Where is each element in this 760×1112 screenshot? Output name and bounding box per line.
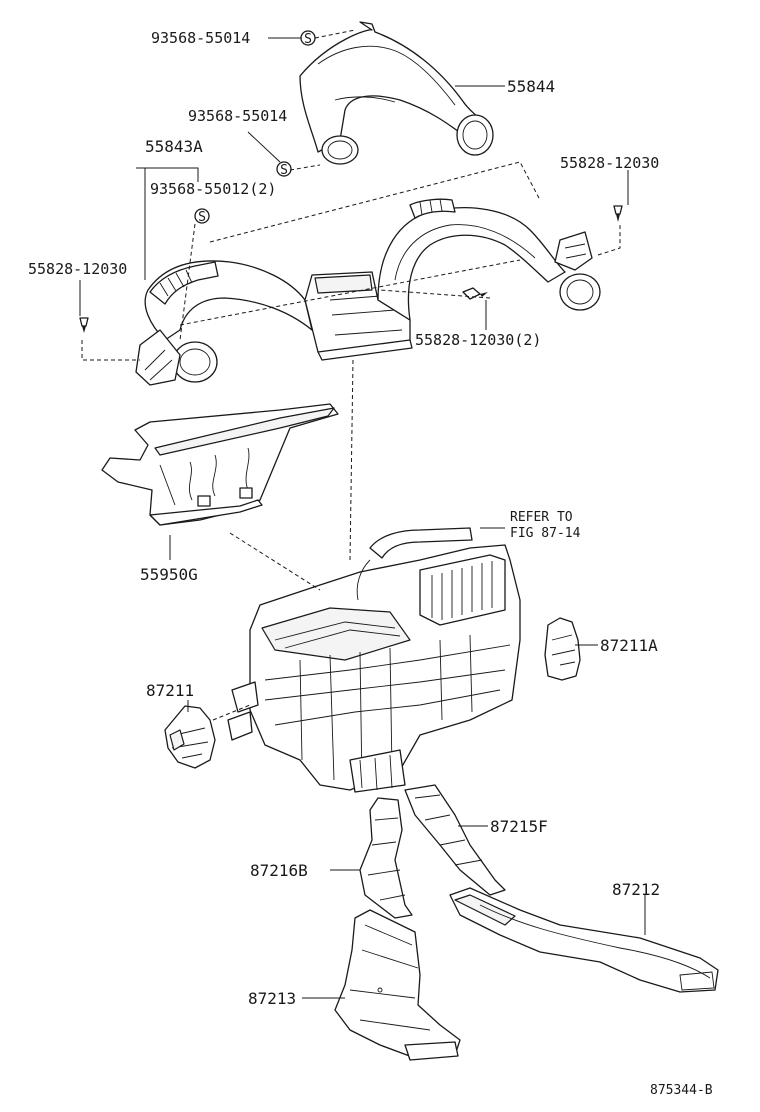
label-refer-line1: REFER TO	[510, 510, 573, 525]
duct-87215F	[404, 784, 506, 896]
label-93568-55012: 93568-55012(2)	[150, 180, 276, 198]
screw-symbol-text: S	[304, 32, 312, 47]
duct-87216B	[359, 797, 413, 919]
duct-55844	[299, 21, 494, 165]
duct-55950G	[101, 403, 339, 526]
label-93568-55014-mid: 93568-55014	[188, 107, 287, 125]
duct-87212	[449, 887, 719, 993]
screw-symbol-text: S	[198, 210, 206, 225]
leader-lines	[79, 37, 646, 999]
label-87212: 87212	[612, 880, 660, 899]
label-55843A: 55843A	[145, 137, 203, 156]
label-87216B: 87216B	[250, 861, 308, 880]
figure-id: 875344-B	[650, 1083, 713, 1098]
label-87215F: 87215F	[490, 817, 548, 836]
label-55828-12030-2: 55828-12030(2)	[415, 331, 541, 349]
label-55828-12030-left: 55828-12030	[28, 260, 127, 278]
screw-55828-left	[79, 317, 89, 333]
label-87211: 87211	[146, 681, 194, 700]
label-87213: 87213	[248, 989, 296, 1008]
duct-87213	[334, 909, 461, 1061]
label-refer-line2: FIG 87-14	[510, 526, 581, 541]
label-87211A: 87211A	[600, 636, 658, 655]
duct-87211	[164, 705, 216, 769]
screw-symbol-text: S	[280, 163, 288, 178]
screw-55828-right	[613, 205, 623, 222]
label-55950G: 55950G	[140, 565, 198, 584]
screw-symbol-top: S	[300, 30, 316, 47]
label-55828-12030-right: 55828-12030	[560, 154, 659, 172]
duct-87211A	[544, 617, 581, 681]
label-93568-55014-top: 93568-55014	[151, 29, 250, 47]
screw-symbol-mid: S	[276, 161, 292, 178]
assembly-lines	[81, 29, 621, 721]
label-55844: 55844	[507, 77, 555, 96]
duct-55843A	[135, 198, 601, 386]
heater-unit-assembly	[227, 527, 521, 793]
screw-symbol-left: S	[194, 208, 210, 225]
